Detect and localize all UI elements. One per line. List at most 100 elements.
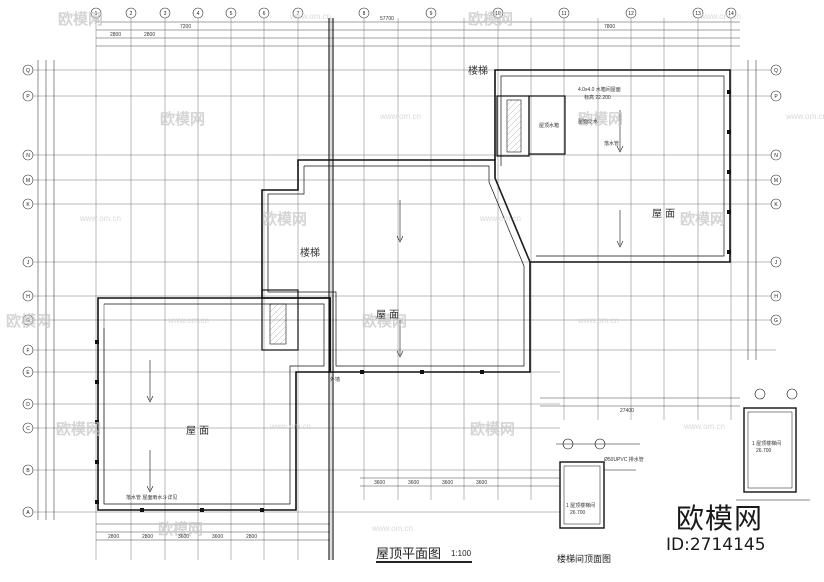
watermark-logo: 欧模网	[56, 421, 102, 438]
watermark-url: www.om.cn	[290, 12, 331, 21]
axis-bubble-left: J	[22, 256, 34, 268]
bottom-dimension-lines	[96, 397, 740, 541]
svg-text:A: A	[26, 510, 30, 516]
axis-bubble-top: 12	[625, 7, 637, 19]
svg-text:H: H	[26, 294, 30, 300]
axis-bubble-left: P	[22, 90, 34, 102]
stair-roof-detail-2	[736, 388, 810, 501]
watermark-url: www.om.cn	[372, 524, 413, 533]
roof-parapet-outline	[97, 69, 731, 511]
svg-text:5: 5	[230, 11, 233, 17]
axis-bubble-top: 14	[725, 7, 737, 19]
stair-roof-elev-2: 26.700	[756, 448, 772, 454]
svg-text:J: J	[27, 260, 30, 266]
stair-lower	[261, 289, 299, 351]
svg-text:G: G	[774, 318, 778, 324]
axis-bubble-top: 1	[90, 7, 102, 19]
watermark-url: www.om.cn	[578, 316, 619, 325]
axis-bubble-top: 7	[292, 7, 304, 19]
brand-id: ID:2714145	[666, 535, 766, 555]
expansion-joint	[328, 18, 334, 560]
watermark-url: www.om.cn	[380, 112, 421, 121]
bottom-dim: 3600	[476, 480, 488, 486]
svg-text:Q: Q	[774, 68, 778, 74]
stair-roof-label-1: 1 屋顶楼梯间	[566, 503, 596, 509]
svg-text:6: 6	[263, 11, 266, 17]
axis-bubble-left: A	[22, 506, 34, 518]
axis-bubble-top: 3	[159, 7, 171, 19]
svg-text:F: F	[26, 348, 29, 354]
axis-bubble-right: G	[770, 314, 782, 326]
watermark-logo: 欧模网	[362, 313, 408, 330]
svg-text:M: M	[26, 178, 30, 184]
axis-bubble-left: K	[22, 198, 34, 210]
stair-roof-label-2: 1 屋顶楼梯间	[752, 441, 782, 447]
svg-text:K: K	[26, 202, 30, 208]
bottom-dim: 2800	[108, 534, 120, 540]
watermark-url: www.om.cn	[80, 214, 121, 223]
tank-elev-label: 标高 22.200	[584, 95, 611, 101]
watermark-logo: 欧模网	[6, 313, 52, 330]
ridge-lines	[103, 177, 531, 504]
top-dimension-lines	[96, 21, 740, 47]
outlet-note-1: 屋面泛水	[578, 119, 599, 125]
roof-drain-markers	[95, 90, 731, 512]
stair-roof-detail-1	[556, 438, 640, 529]
watermark-logo: 欧模网	[578, 111, 624, 128]
stair-upper	[496, 95, 566, 157]
watermark-url: www.om.cn	[700, 12, 741, 21]
axis-bubble-right: J	[770, 256, 782, 268]
axis-bubble-right: P	[770, 90, 782, 102]
watermark-url: www.om.cn	[270, 422, 311, 431]
svg-text:D: D	[26, 402, 30, 408]
axis-bubble-top: 2	[125, 7, 137, 19]
axis-bubble-right: H	[770, 290, 782, 302]
svg-text:10: 10	[495, 11, 501, 17]
axis-bubble-top: 9	[425, 7, 437, 19]
axis-bubble-right: K	[770, 198, 782, 210]
bottom-dim: 3600	[408, 480, 420, 486]
svg-text:9: 9	[430, 11, 433, 17]
bottom-dim: 2800	[142, 534, 154, 540]
drawing-title: 屋顶平面图	[376, 547, 442, 562]
drawing-scale: 1:100	[451, 549, 472, 558]
vertical-grid-lines	[95, 18, 732, 560]
svg-text:1: 1	[95, 11, 98, 17]
watermark-logo: 欧模网	[470, 421, 516, 438]
roof-label-right: 屋 面	[652, 209, 676, 220]
axis-bubble-left: E	[22, 366, 34, 378]
top-dim: 2800	[110, 32, 122, 38]
watermark-logo: 欧模网	[58, 11, 104, 28]
roof-label-left: 屋 面	[186, 426, 210, 437]
axis-bubble-left: G	[22, 314, 34, 326]
tank-size-label: 4.0x4.0 水箱间屋面	[578, 87, 621, 93]
horizontal-grid-lines	[28, 69, 776, 513]
ext-wall-note: 外墙	[330, 377, 341, 383]
stair-roof-elev-1: 26.700	[570, 510, 586, 516]
slope-arrows	[146, 110, 624, 493]
bottom-dim: 27400	[620, 408, 634, 414]
bottom-dim: 2800	[246, 534, 258, 540]
outlet-note-2: 落水管	[604, 141, 620, 147]
right-dimension-lines	[747, 60, 757, 360]
watermark-url: www.om.cn	[684, 422, 725, 431]
drain-note: 落水管 屋面雨水斗详见	[126, 495, 178, 501]
axis-bubble-left: C	[22, 422, 34, 434]
axis-bubble-left: N	[22, 149, 34, 161]
stair-label-lower: 楼梯	[300, 248, 320, 259]
bottom-dim: 3600	[178, 534, 190, 540]
stair-roof-title: 楼梯间顶面图	[557, 555, 612, 565]
svg-text:N: N	[26, 153, 30, 159]
axis-bubble-top: 13	[692, 7, 704, 19]
top-dim: 57700	[380, 16, 394, 22]
top-dim: 7200	[180, 24, 192, 30]
brand-logo-text: 欧模网	[676, 502, 764, 535]
axis-bubble-left: M	[22, 174, 34, 186]
bottom-dim: 3600	[212, 534, 224, 540]
watermark-logo: 欧模网	[680, 211, 726, 228]
svg-text:13: 13	[695, 11, 701, 17]
